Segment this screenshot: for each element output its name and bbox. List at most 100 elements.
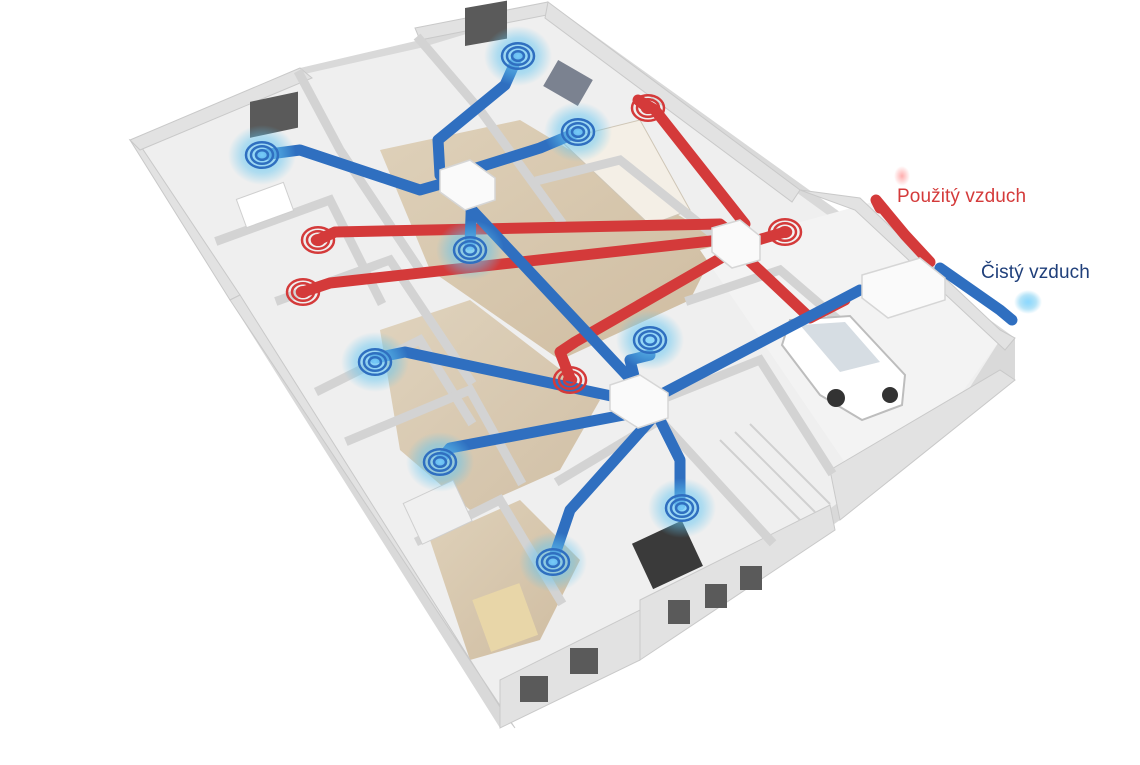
wall-bottom-front xyxy=(229,294,516,729)
vent-ring xyxy=(642,333,658,347)
vent-ring xyxy=(305,229,331,251)
sofa xyxy=(543,60,593,106)
stairs xyxy=(719,423,831,521)
exhaust-duct-4 xyxy=(554,244,741,384)
vent-ring xyxy=(452,235,488,265)
exhaust-vent-11 xyxy=(285,277,321,307)
vent-ring xyxy=(249,144,275,166)
vent-ring xyxy=(505,45,531,67)
vent-ring xyxy=(557,369,583,391)
partition-5 xyxy=(344,384,527,487)
supply-inlet xyxy=(934,262,1018,326)
vent-ring xyxy=(632,325,668,355)
vent-ring xyxy=(640,101,656,115)
used-air-puff xyxy=(894,166,910,186)
vent-ring xyxy=(562,373,578,387)
vent-ring xyxy=(295,285,311,299)
vent-ring xyxy=(777,225,793,239)
car xyxy=(780,314,907,422)
distribution-box-lower xyxy=(609,374,669,429)
vent-ring xyxy=(570,125,586,139)
used-air-label: Použitý vzduch xyxy=(897,186,1027,207)
window-front-5 xyxy=(740,566,762,590)
exhaust-vent-13 xyxy=(552,365,588,395)
table-1 xyxy=(235,181,295,229)
supply-vent-3 xyxy=(544,102,612,162)
window-front-3 xyxy=(668,600,690,624)
vent-ring xyxy=(674,501,690,515)
vent-ring xyxy=(244,140,280,170)
window-front-4 xyxy=(705,584,727,608)
vent-ring xyxy=(362,351,388,373)
window-front-2 xyxy=(570,648,598,674)
bed-1 xyxy=(472,583,539,652)
vent-ring xyxy=(500,41,536,71)
vent-ring xyxy=(510,49,526,63)
vent-ring xyxy=(432,455,448,469)
vent-ring xyxy=(565,121,591,143)
vent-glow xyxy=(544,102,612,162)
vent-glow xyxy=(341,332,409,392)
window-front-1 xyxy=(520,676,548,702)
vent-glow xyxy=(519,532,587,592)
exhaust-vent-10 xyxy=(300,225,336,255)
partition-8 xyxy=(654,354,837,477)
vent-ring xyxy=(540,551,566,573)
vent-glow xyxy=(228,125,296,185)
supply-vent-5 xyxy=(341,332,409,392)
vent-ring xyxy=(669,497,695,519)
vent-diffusers xyxy=(228,26,803,592)
exhaust-outlet xyxy=(870,194,936,268)
wall-right-long xyxy=(544,1,801,203)
fresh-air-puff xyxy=(1014,290,1042,314)
wall-garage-top xyxy=(799,189,1016,351)
vent-ring xyxy=(254,148,270,162)
vent-glow xyxy=(436,220,504,280)
exhaust-vent-12 xyxy=(767,217,803,247)
vent-glow xyxy=(406,432,474,492)
exhaust-vent-14 xyxy=(630,93,666,123)
vent-ring xyxy=(290,281,316,303)
vent-ring xyxy=(300,225,336,255)
vent-ring xyxy=(285,277,321,307)
vent-ring xyxy=(552,365,588,395)
vent-ring xyxy=(310,233,326,247)
vent-ring xyxy=(367,355,383,369)
vent-ring xyxy=(767,217,803,247)
vent-ring xyxy=(357,347,393,377)
vent-ring xyxy=(422,447,458,477)
vent-ring xyxy=(637,329,663,351)
vent-glow xyxy=(484,26,552,86)
vent-ring xyxy=(545,555,561,569)
supply-vent-2 xyxy=(484,26,552,86)
distribution-box-top xyxy=(439,159,496,211)
vent-ring xyxy=(630,93,666,123)
vent-ring xyxy=(457,239,483,261)
vent-ring xyxy=(462,243,478,257)
supply-vent-8 xyxy=(648,478,716,538)
bed-3 xyxy=(402,479,473,545)
fresh-air-label: Čistý vzduch xyxy=(981,262,1090,283)
supply-vent-9 xyxy=(616,310,684,370)
supply-vent-7 xyxy=(519,532,587,592)
building-shell xyxy=(128,0,1016,729)
distribution-box-center xyxy=(711,219,761,269)
distribution-boxes xyxy=(439,159,946,429)
supply-vent-4 xyxy=(436,220,504,280)
vent-ring xyxy=(635,97,661,119)
partition-11 xyxy=(534,155,727,247)
wall-top-left xyxy=(129,67,313,151)
vent-ring xyxy=(664,493,700,523)
wall-garage-front xyxy=(829,369,1016,521)
air-puffs xyxy=(894,166,1042,314)
ventilation-unit xyxy=(861,257,946,319)
vent-ring xyxy=(560,117,596,147)
vent-ring xyxy=(427,451,453,473)
vent-glow xyxy=(648,478,716,538)
vent-ring xyxy=(535,547,571,577)
vent-ring xyxy=(772,221,798,243)
supply-vent-6 xyxy=(406,432,474,492)
supply-duct-11 xyxy=(654,284,866,401)
